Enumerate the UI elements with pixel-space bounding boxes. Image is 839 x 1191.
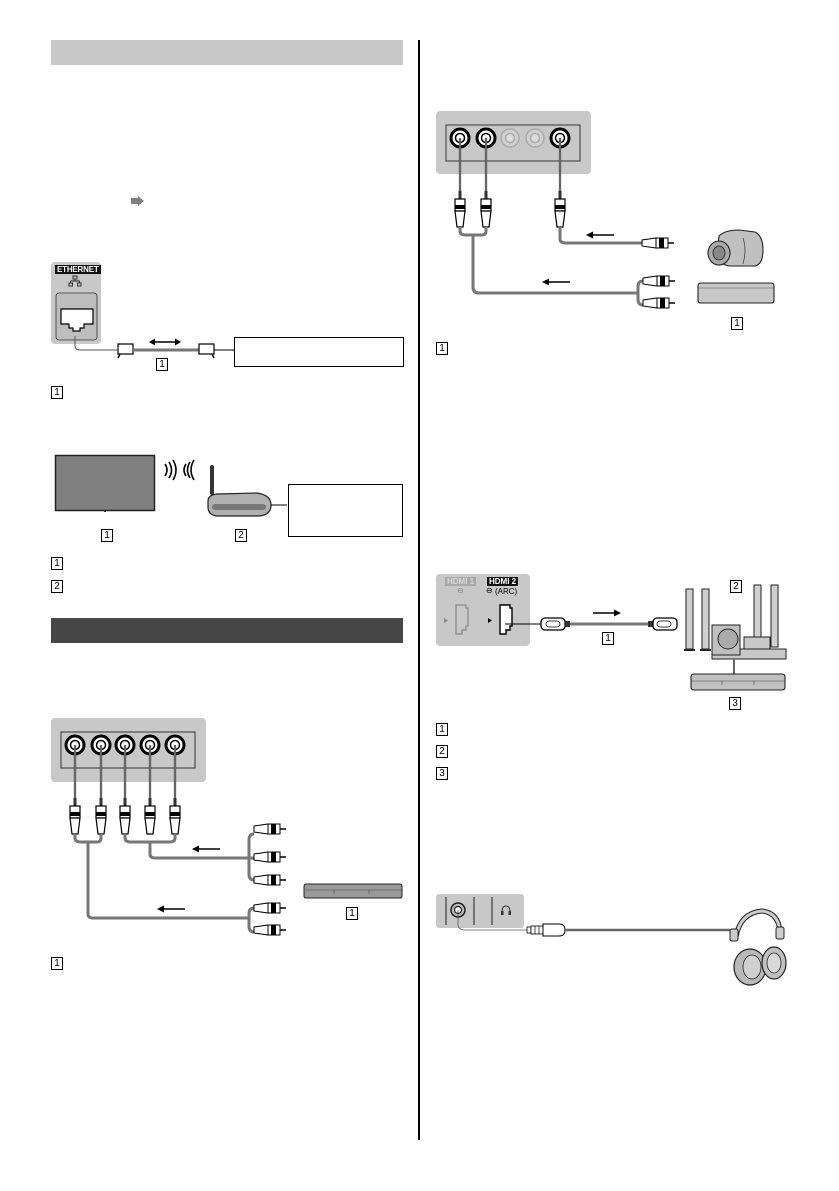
legend-marker-3: 3 bbox=[436, 767, 448, 780]
hdmi2-input-icon: ⊖ bbox=[486, 586, 493, 595]
rca-plug bbox=[253, 874, 286, 886]
rca-jack bbox=[449, 127, 471, 149]
signal-direction-arrow-icon bbox=[542, 278, 570, 286]
headphone-cable bbox=[457, 910, 730, 937]
rca-plug bbox=[253, 902, 286, 914]
bluray-player-icon bbox=[303, 883, 403, 899]
av-input-panel bbox=[51, 718, 206, 782]
legend-marker-1: 1 bbox=[51, 557, 63, 570]
signal-direction-arrow-icon bbox=[192, 845, 220, 853]
rca-plug bbox=[169, 798, 181, 835]
legend-marker-1: 1 bbox=[436, 342, 448, 355]
rca-plug bbox=[454, 191, 466, 228]
marker-router: 2 bbox=[235, 529, 247, 542]
rca-plug bbox=[253, 924, 286, 936]
ethernet-port-panel bbox=[51, 262, 101, 344]
rca-jack bbox=[500, 128, 520, 148]
camcorder-icon bbox=[707, 229, 764, 267]
marker-amplifier: 2 bbox=[730, 580, 742, 593]
legend-marker-1: 1 bbox=[51, 957, 63, 970]
callout-internet-environment-wireless bbox=[288, 484, 403, 537]
arc-label: (ARC) bbox=[495, 587, 518, 596]
hdmi1-input-icon: ⊖ bbox=[457, 586, 464, 595]
marker-hdmi-cable: 1 bbox=[602, 632, 614, 645]
rca-plug bbox=[253, 823, 286, 835]
signal-direction-arrow-icon bbox=[586, 231, 614, 239]
set-top-box-icon bbox=[697, 282, 775, 304]
legend-marker-2: 2 bbox=[51, 580, 63, 593]
rca-plug bbox=[642, 275, 675, 287]
hdmi1-port-label: HDMI 1 bbox=[445, 577, 477, 586]
hdmi2-port-label: HDMI 2 bbox=[487, 577, 519, 586]
section-header-network bbox=[51, 40, 403, 65]
headphones-device-icon bbox=[729, 908, 787, 986]
ethernet-port-label: ETHERNET bbox=[55, 265, 101, 274]
lan-cable bbox=[74, 336, 235, 359]
rca-plug bbox=[144, 798, 156, 835]
section-header-av-devices bbox=[51, 618, 403, 643]
rca-plug bbox=[95, 798, 107, 835]
tv-icon bbox=[54, 454, 156, 512]
marker-video-device: 1 bbox=[731, 317, 743, 330]
component-cables bbox=[69, 745, 286, 936]
rca-plug bbox=[69, 798, 81, 835]
rca-plug bbox=[253, 851, 286, 863]
av-receiver-icon bbox=[690, 673, 786, 691]
rca-plug bbox=[554, 191, 566, 228]
signal-direction-arrow-icon bbox=[157, 905, 185, 913]
legend-marker-2: 2 bbox=[436, 745, 448, 758]
signal-direction-arrow-icon bbox=[593, 609, 621, 617]
hdmi-cable bbox=[505, 617, 678, 631]
legend-marker-1: 1 bbox=[436, 723, 448, 736]
rca-plug bbox=[642, 297, 675, 309]
reference-arrow-icon bbox=[131, 196, 144, 206]
hdmi-port-panel bbox=[436, 574, 530, 646]
rca-plug bbox=[641, 237, 674, 249]
headphones-icon bbox=[501, 905, 511, 915]
marker-lan-cable: 1 bbox=[156, 358, 168, 371]
legend-marker-1: 1 bbox=[51, 386, 63, 399]
rca-jack bbox=[525, 128, 545, 148]
bidirectional-arrow-icon bbox=[149, 338, 181, 346]
rca-plug bbox=[119, 798, 131, 835]
callout-internet-environment bbox=[234, 337, 404, 367]
marker-av-device: 1 bbox=[346, 907, 358, 920]
composite-cables bbox=[454, 138, 675, 309]
network-lan-icon bbox=[68, 275, 82, 287]
rca-plug bbox=[480, 191, 492, 228]
home-theatre-speakers-icon bbox=[684, 584, 787, 675]
marker-external-device: 3 bbox=[729, 697, 741, 710]
column-divider bbox=[418, 40, 420, 1140]
marker-tv: 1 bbox=[101, 529, 113, 542]
wireless-router-icon bbox=[207, 465, 287, 517]
wireless-signal-icon bbox=[164, 459, 195, 481]
